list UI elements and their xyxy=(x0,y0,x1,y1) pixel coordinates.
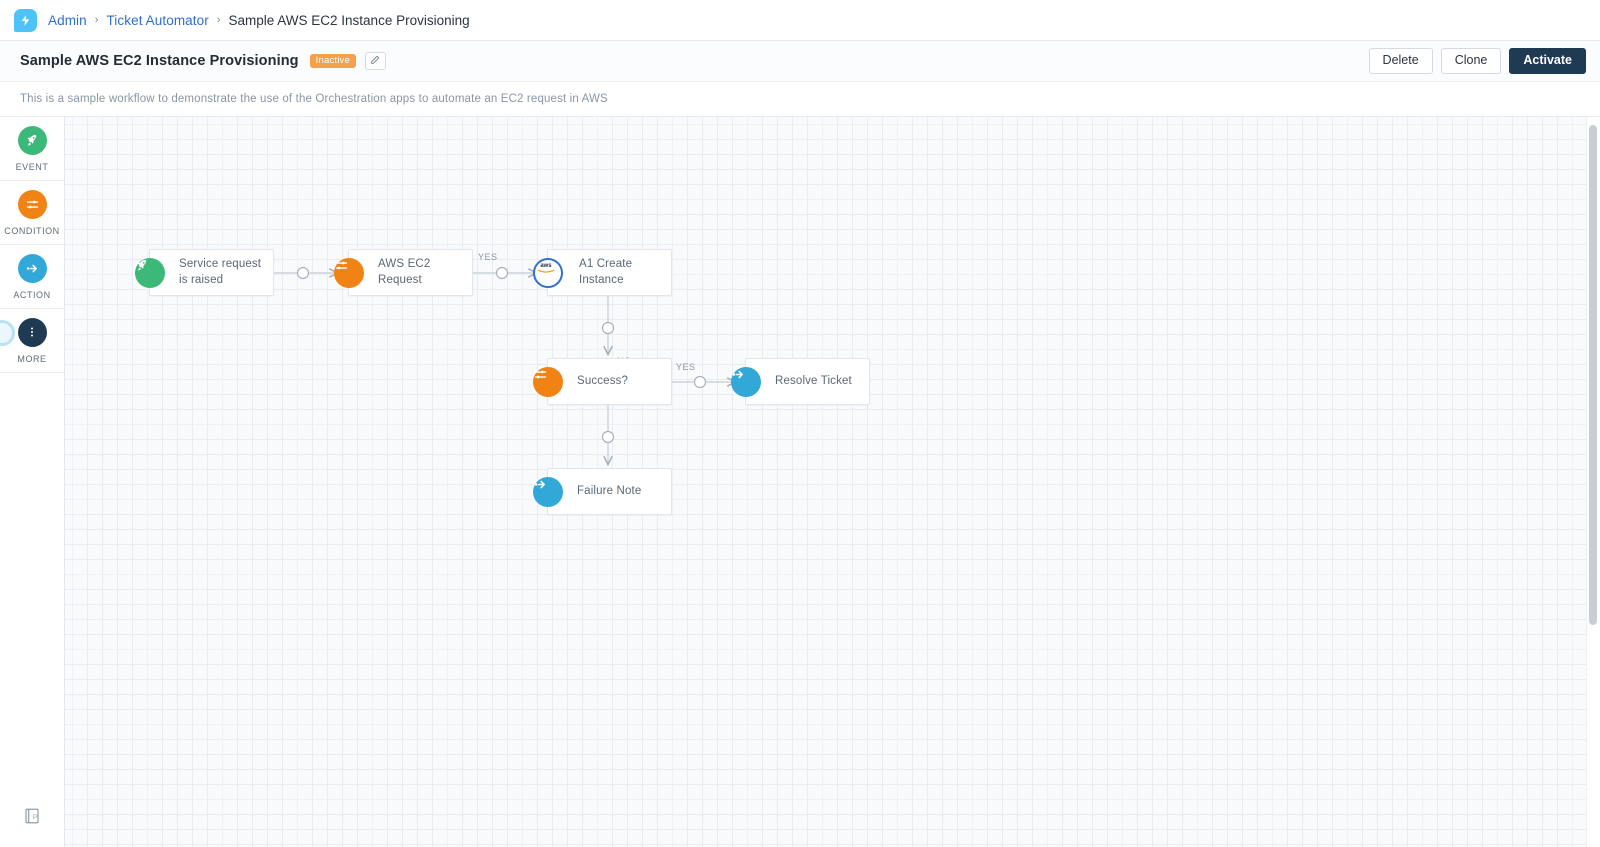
sidebar-item-more[interactable]: MORE xyxy=(0,309,64,373)
breadcrumb: Admin › Ticket Automator › Sample AWS EC… xyxy=(48,13,470,28)
workflow-header: Sample AWS EC2 Instance Provisioning Ina… xyxy=(0,41,1600,82)
sidebar-item-event[interactable]: EVENT xyxy=(0,117,64,181)
aws-logo-icon: aws xyxy=(533,257,563,288)
flow-node-aws-ec2-request[interactable]: AWS EC2 Request xyxy=(334,249,473,296)
clone-button[interactable]: Clone xyxy=(1440,47,1502,75)
vertical-scrollbar-thumb[interactable] xyxy=(1589,125,1597,625)
delete-button[interactable]: Delete xyxy=(1368,47,1433,75)
svg-text:aws: aws xyxy=(540,263,552,269)
main-body: EVENT CONDITION ACTION xyxy=(0,117,1600,847)
flow-node-label: A1 Create Instance xyxy=(579,257,633,286)
arrow-right-circle-icon xyxy=(731,366,761,397)
sidebar-item-label: ACTION xyxy=(13,289,51,300)
edge-label-yes: YES xyxy=(478,252,498,262)
breadcrumb-item-current: Sample AWS EC2 Instance Provisioning xyxy=(228,12,470,28)
flow-node-label: Service request is raised xyxy=(179,257,262,286)
guide-book-icon[interactable]: P xyxy=(23,807,41,830)
header-actions: Delete Clone Activate xyxy=(1368,47,1586,75)
status-badge: Inactive xyxy=(309,53,356,69)
flow-node-label: AWS EC2 Request xyxy=(378,257,431,286)
rocket-icon xyxy=(17,125,47,155)
pencil-icon xyxy=(370,52,380,70)
rocket-icon xyxy=(135,257,165,288)
dots-vertical-icon xyxy=(17,317,47,347)
arrow-right-circle-icon xyxy=(533,476,563,507)
canvas-grid-background xyxy=(65,117,1600,847)
sliders-icon xyxy=(17,189,47,219)
sidebar-item-label: CONDITION xyxy=(4,225,60,236)
sliders-icon xyxy=(533,366,563,397)
sliders-icon xyxy=(334,257,364,288)
flow-node-label: Success? xyxy=(577,374,629,387)
vertical-scrollbar-track[interactable] xyxy=(1586,117,1600,847)
palette-sidebar: EVENT CONDITION ACTION xyxy=(0,117,65,847)
flow-node-label: Resolve Ticket xyxy=(775,374,852,387)
breadcrumb-separator: › xyxy=(94,14,99,26)
sidebar-bottom-actions: P xyxy=(0,807,64,847)
flow-connectors xyxy=(273,266,738,467)
flow-node-label: Failure Note xyxy=(577,484,642,497)
flow-node-service-request[interactable]: Service request is raised xyxy=(135,249,274,296)
sidebar-item-label: MORE xyxy=(17,353,47,364)
workflow-description: This is a sample workflow to demonstrate… xyxy=(20,93,608,105)
breadcrumb-item-ticket-automator[interactable]: Ticket Automator xyxy=(106,12,209,28)
sidebar-item-condition[interactable]: CONDITION xyxy=(0,181,64,245)
breadcrumb-bar: Admin › Ticket Automator › Sample AWS EC… xyxy=(0,0,1600,41)
activate-button[interactable]: Activate xyxy=(1509,47,1586,75)
breadcrumb-separator: › xyxy=(216,14,221,26)
svg-text:P: P xyxy=(33,814,38,821)
flow-node-success[interactable]: Success? xyxy=(533,358,672,405)
breadcrumb-item-admin[interactable]: Admin xyxy=(48,12,87,28)
page-title: Sample AWS EC2 Instance Provisioning xyxy=(20,53,299,69)
drag-target-circle xyxy=(0,320,15,346)
workflow-canvas[interactable]: YES YES NO Service request is raised xyxy=(65,117,1600,847)
flow-node-resolve-ticket[interactable]: Resolve Ticket xyxy=(731,358,870,405)
edit-title-button[interactable] xyxy=(364,52,386,70)
arrow-right-circle-icon xyxy=(17,253,47,283)
flow-diagram: YES YES NO Service request is raised xyxy=(65,117,1600,847)
flow-node-failure-note[interactable]: Failure Note xyxy=(533,468,672,515)
flow-node-create-instance[interactable]: aws A1 Create Instance xyxy=(533,249,672,296)
sidebar-item-label: EVENT xyxy=(15,161,49,172)
edge-label-yes: YES xyxy=(676,362,696,372)
lightning-bolt-icon xyxy=(19,14,32,27)
app-logo[interactable] xyxy=(14,8,37,32)
workflow-description-bar: This is a sample workflow to demonstrate… xyxy=(0,82,1600,117)
sidebar-item-action[interactable]: ACTION xyxy=(0,245,64,309)
